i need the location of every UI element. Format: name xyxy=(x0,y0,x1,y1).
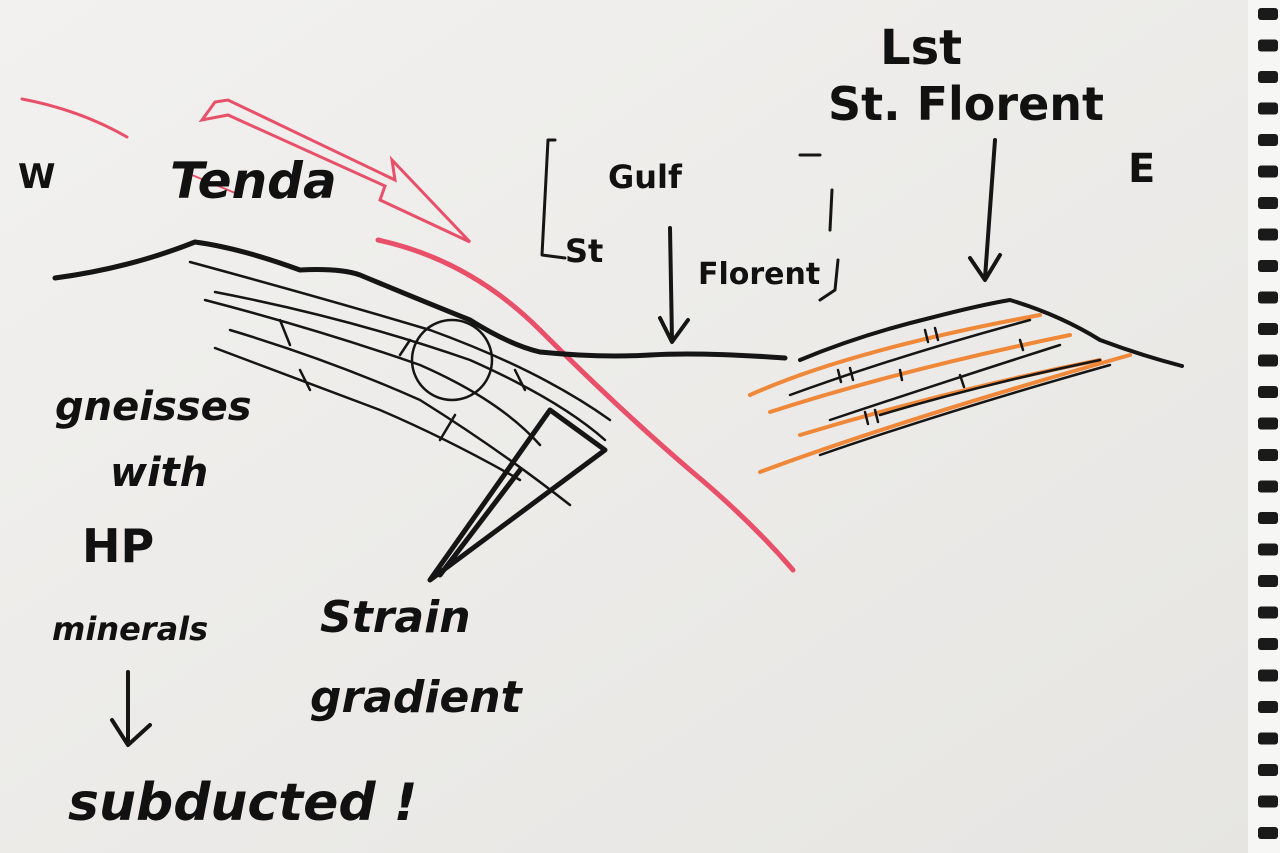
label-gulf: Gulf xyxy=(608,158,683,196)
label-strain: Strain xyxy=(320,592,471,643)
label-gulf-st: St xyxy=(565,232,603,270)
binding-ring xyxy=(1258,386,1278,398)
binding-ring xyxy=(1258,638,1278,650)
binding-ring xyxy=(1258,134,1278,146)
binding-ring xyxy=(1258,606,1278,619)
red-fault-line xyxy=(375,237,796,573)
binding-ring xyxy=(1258,732,1278,745)
binding-ring xyxy=(1258,197,1278,209)
binding-ring xyxy=(1258,575,1278,587)
arrow-down-st-florent-icon xyxy=(968,138,1002,282)
arrow-down-gulf-icon xyxy=(658,226,690,344)
foliation-lines xyxy=(188,260,612,507)
binding-ring xyxy=(1258,102,1278,115)
label-west: W xyxy=(18,157,56,197)
label-st-florent: St. Florent xyxy=(828,77,1104,131)
binding-ring xyxy=(1258,827,1278,839)
topography-line xyxy=(52,239,788,361)
label-lst: Lst xyxy=(880,20,962,76)
label-with: with xyxy=(110,450,208,496)
binding-ring xyxy=(1258,512,1278,524)
binding-ring xyxy=(1258,228,1278,241)
label-gulf-florent: Florent xyxy=(698,257,820,292)
binding-ring xyxy=(1258,260,1278,272)
binding-ring xyxy=(1258,764,1278,776)
label-east: E xyxy=(1128,146,1155,192)
gulf-bracket xyxy=(540,138,840,302)
binding-ring xyxy=(1258,323,1278,335)
strain-gradient-wedge xyxy=(427,407,608,583)
binding-ring xyxy=(1258,354,1278,367)
binding-ring xyxy=(1258,165,1278,178)
label-subducted: subducted ! xyxy=(68,773,417,833)
label-hp: HP xyxy=(82,519,154,573)
label-gneisses: gneisses xyxy=(55,384,252,430)
binding-ring xyxy=(1258,71,1278,83)
binding-ring xyxy=(1258,291,1278,304)
spiral-binding xyxy=(1248,0,1280,853)
binding-ring xyxy=(1258,8,1278,20)
arrows xyxy=(110,138,1002,747)
binding-ring xyxy=(1258,795,1278,808)
label-gradient: gradient xyxy=(310,672,524,723)
label-tenda: Tenda xyxy=(170,152,337,210)
binding-ring xyxy=(1258,480,1278,493)
red-shear-arrow xyxy=(20,97,472,244)
binding-ring xyxy=(1258,701,1278,713)
binding-ring xyxy=(1258,449,1278,461)
arrow-down-subducted-icon xyxy=(110,670,152,747)
binding-ring xyxy=(1258,543,1278,556)
limestone-beds xyxy=(748,313,1132,474)
binding-ring xyxy=(1258,417,1278,430)
label-minerals: minerals xyxy=(52,610,208,648)
binding-ring xyxy=(1258,669,1278,682)
binding-ring xyxy=(1258,39,1278,52)
hill-topography xyxy=(798,298,1184,368)
